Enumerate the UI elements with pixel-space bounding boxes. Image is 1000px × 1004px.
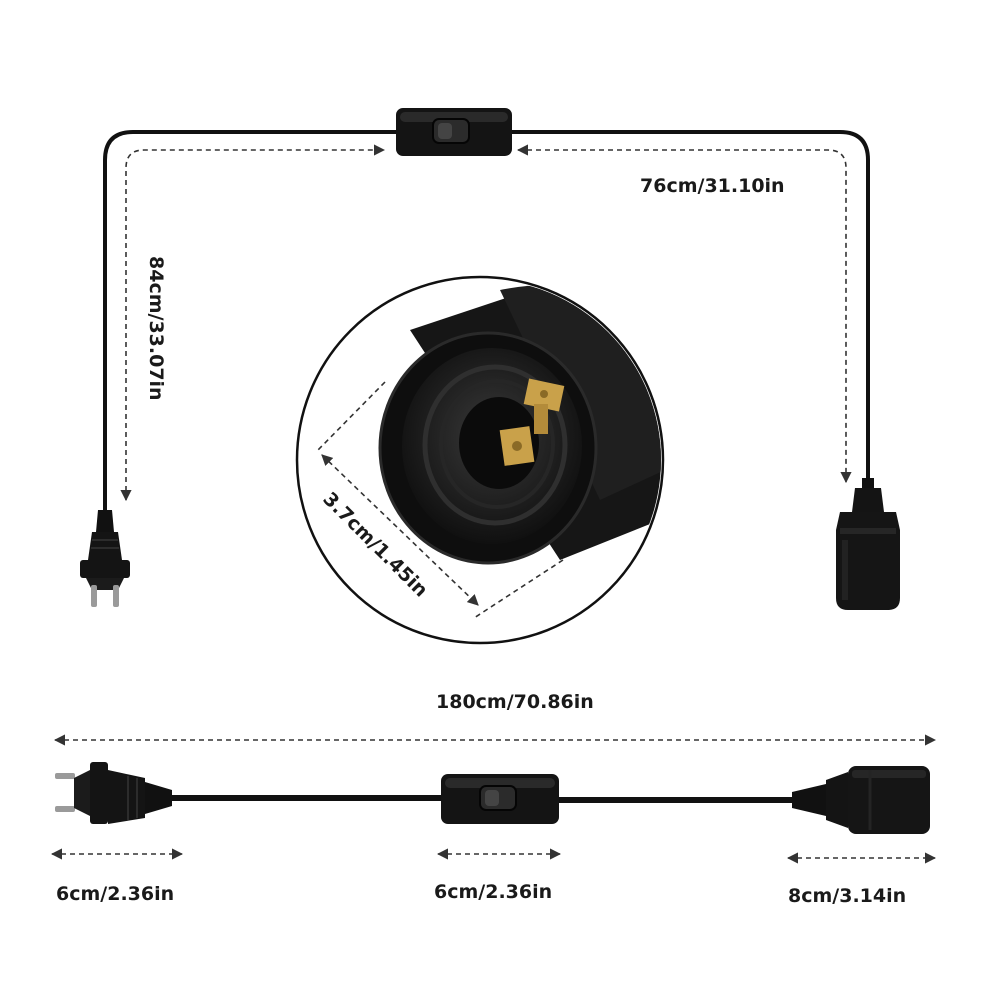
left-cable-label: 84cm/33.07in — [145, 256, 167, 401]
total-length-label: 180cm/70.86in — [436, 691, 594, 713]
bottom-cable — [172, 795, 795, 803]
top-dimension-lines — [120, 144, 852, 502]
part-dimension-lines — [50, 848, 937, 864]
top-cable — [103, 130, 870, 510]
diameter-dimension — [317, 381, 564, 619]
top-switch — [396, 108, 512, 156]
bottom-switch — [441, 774, 559, 824]
switch-length-label: 6cm/2.36in — [434, 881, 552, 903]
right-cable-label: 76cm/31.10in — [640, 175, 785, 197]
socket-length-label: 8cm/3.14in — [788, 885, 906, 907]
plug-length-label: 6cm/2.36in — [56, 883, 174, 905]
bottom-socket — [792, 766, 930, 834]
top-socket — [836, 478, 900, 610]
top-plug — [80, 510, 130, 607]
socket-closeup — [295, 275, 665, 645]
bottom-plug — [55, 762, 172, 824]
